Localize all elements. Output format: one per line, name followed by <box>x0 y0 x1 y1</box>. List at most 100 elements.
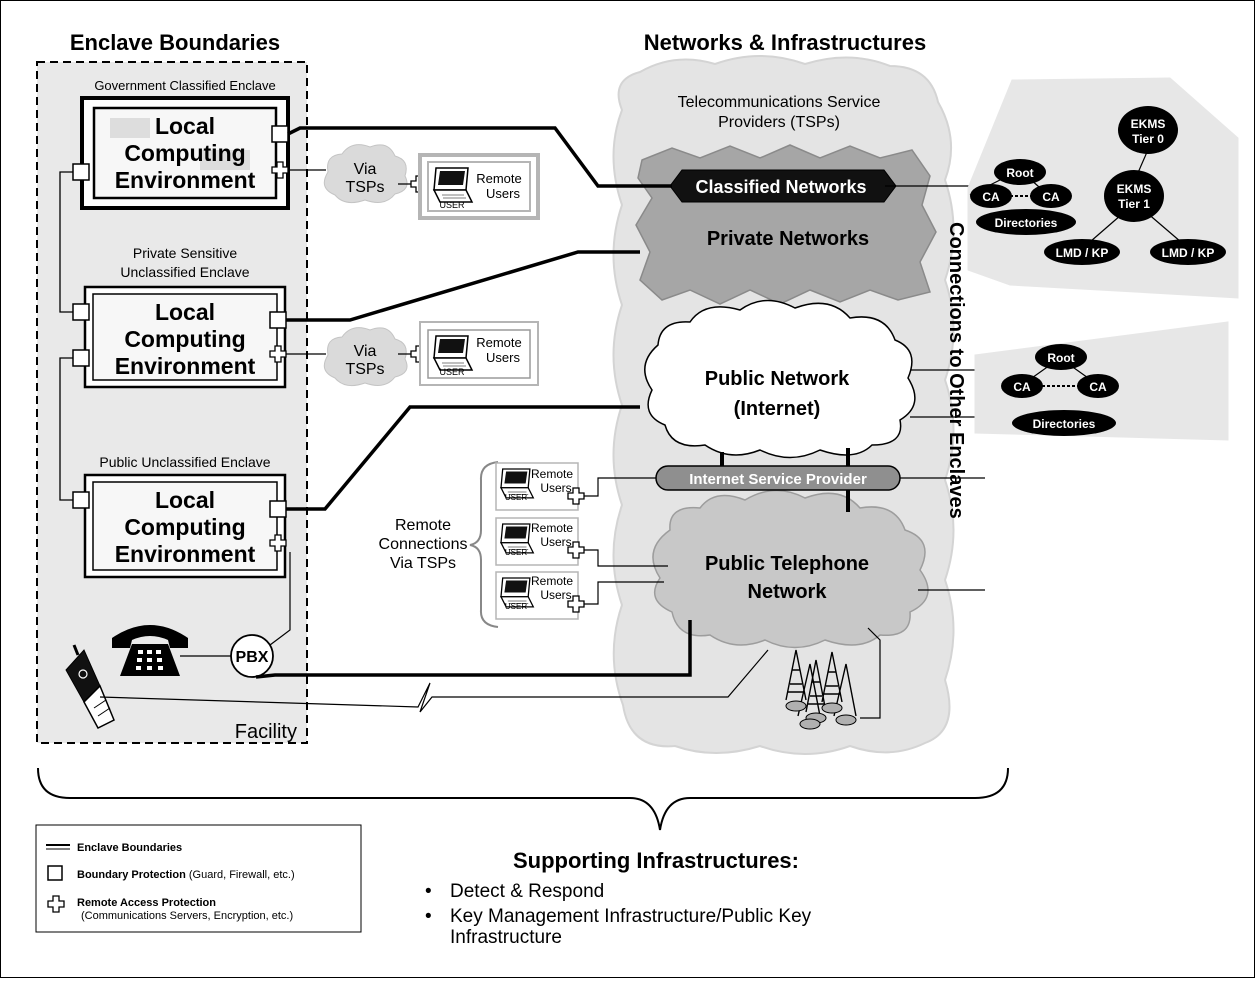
enclave-1-lce: Local Computing Environment <box>80 96 290 210</box>
legend-remote-access: Remote Access Protection <box>77 897 216 909</box>
supporting-brace <box>37 767 1009 831</box>
kmi-panel-top: Root CA CA Directories EKMS Tier 0 EKMS … <box>967 77 1239 299</box>
svg-text:USER: USER <box>439 367 465 377</box>
pbx-telephone-link <box>255 620 692 679</box>
svg-text:Users: Users <box>540 535 571 549</box>
svg-text:CA: CA <box>1013 380 1031 394</box>
remote-user-links <box>584 477 668 605</box>
legend: Enclave Boundaries Boundary Protection (… <box>35 824 362 933</box>
svg-text:CA: CA <box>982 190 1000 204</box>
ca-node-2-right <box>1077 374 1119 398</box>
svg-text:TSPs: TSPs <box>345 361 384 378</box>
svg-text:Computing: Computing <box>124 326 245 352</box>
enclave-3-lce: Local Computing Environment <box>83 473 287 579</box>
svg-text:Users: Users <box>540 481 571 495</box>
private-networks-label: Private Networks <box>707 228 869 250</box>
public-network-label-line1: Public Network <box>705 368 850 390</box>
facility-label: Facility <box>235 721 297 743</box>
svg-text:Via: Via <box>354 161 377 178</box>
enclave-interconnects <box>59 171 73 501</box>
svg-text:Users: Users <box>486 350 520 365</box>
svg-text:Local: Local <box>155 299 215 325</box>
supporting-bullet-1: • <box>425 881 432 902</box>
remote-users-box-1: USER Remote Users <box>418 153 540 220</box>
svg-text:Tier 0: Tier 0 <box>1132 132 1164 146</box>
svg-text:Environment: Environment <box>115 353 256 379</box>
svg-text:Directories: Directories <box>1033 417 1096 431</box>
supporting-item-1: Detect & Respond <box>450 881 604 902</box>
enclave-1-title: Government Classified Enclave <box>94 78 275 93</box>
svg-text:Computing: Computing <box>124 140 245 166</box>
supporting-title: Supporting Infrastructures: <box>513 848 799 873</box>
legend-remote-access-detail: (Communications Servers, Encryption, etc… <box>81 910 293 922</box>
svg-text:PBX: PBX <box>236 649 269 666</box>
enclave-boundaries-heading: Enclave Boundaries <box>70 30 280 55</box>
remote-connections-line2: Connections <box>379 536 468 553</box>
svg-text:Remote: Remote <box>476 335 522 350</box>
isp-label: Internet Service Provider <box>689 471 867 488</box>
svg-text:Local: Local <box>155 487 215 513</box>
pbx-enclave-link <box>269 552 291 646</box>
remote-users-box-3: USER Remote Users <box>495 462 579 511</box>
private-networks-cloud <box>635 144 937 305</box>
enclave-3-title: Public Unclassified Enclave <box>99 454 270 470</box>
svg-text:Local: Local <box>155 113 215 139</box>
svg-text:Remote: Remote <box>531 521 573 535</box>
svg-text:Environment: Environment <box>115 541 256 567</box>
svg-text:USER: USER <box>439 200 465 210</box>
remote-connections-line1: Remote <box>395 517 451 534</box>
public-network-label-line2: (Internet) <box>734 398 821 420</box>
tsp-label-line2: Providers (TSPs) <box>718 114 840 131</box>
ca-node-2-left <box>1001 374 1043 398</box>
enclave-network-links <box>286 126 672 511</box>
ekms-tier1-node <box>1104 170 1164 222</box>
telephone-icon <box>112 625 188 676</box>
supporting-item-2-line2: Infrastructure <box>450 927 562 948</box>
enclave-2-title-line2: Unclassified Enclave <box>120 264 249 280</box>
legend-enclave-boundaries: Enclave Boundaries <box>77 842 182 854</box>
svg-text:CA: CA <box>1089 380 1107 394</box>
public-network-cloud <box>644 299 916 459</box>
svg-text:Tier 1: Tier 1 <box>1118 197 1150 211</box>
svg-text:TSPs: TSPs <box>345 179 384 196</box>
svg-text:Remote: Remote <box>531 467 573 481</box>
enclave-2-title-line1: Private Sensitive <box>133 245 237 261</box>
remote-users-box-2: USER Remote Users <box>419 321 539 386</box>
ekms-tier0-node <box>1118 106 1178 154</box>
svg-text:Remote: Remote <box>476 171 522 186</box>
cell-tower-icon <box>785 649 857 730</box>
legend-boundary-square <box>47 865 63 881</box>
svg-text:Root: Root <box>1006 166 1033 180</box>
svg-text:USER: USER <box>505 493 527 502</box>
tower-telephone-link <box>860 627 881 719</box>
svg-text:Computing: Computing <box>124 514 245 540</box>
svg-text:USER: USER <box>505 602 527 611</box>
remote-connections-line3: Via TSPs <box>390 555 456 572</box>
supporting-bullet-2: • <box>425 906 432 927</box>
remote-users-box-5: USER Remote Users <box>495 571 579 620</box>
legend-boundary-protection-row: Boundary Protection (Guard, Firewall, et… <box>77 869 295 881</box>
svg-text:LMD / KP: LMD / KP <box>1162 246 1215 260</box>
svg-text:EKMS: EKMS <box>1131 117 1166 131</box>
supporting-item-2-line1: Key Management Infrastructure/Public Key <box>450 906 812 927</box>
directories-node <box>976 209 1076 235</box>
enclave-2-lce: Local Computing Environment <box>83 285 287 389</box>
svg-text:Environment: Environment <box>115 167 256 193</box>
tsp-label-line1: Telecommunications Service <box>678 94 881 111</box>
isp-node: Internet Service Provider <box>655 465 901 491</box>
svg-text:Root: Root <box>1047 351 1074 365</box>
svg-text:USER: USER <box>505 548 527 557</box>
svg-text:Users: Users <box>486 186 520 201</box>
cell-phone-icon <box>65 644 115 729</box>
public-telephone-label-line1: Public Telephone <box>705 553 869 575</box>
svg-text:Directories: Directories <box>995 216 1058 230</box>
directories-node-2 <box>1012 410 1116 436</box>
svg-text:CA: CA <box>1042 190 1060 204</box>
root-node <box>994 159 1046 185</box>
svg-text:Remote: Remote <box>531 574 573 588</box>
wireless-link <box>99 649 769 713</box>
root-node-2 <box>1035 344 1087 370</box>
pbx-node: PBX <box>230 634 274 678</box>
